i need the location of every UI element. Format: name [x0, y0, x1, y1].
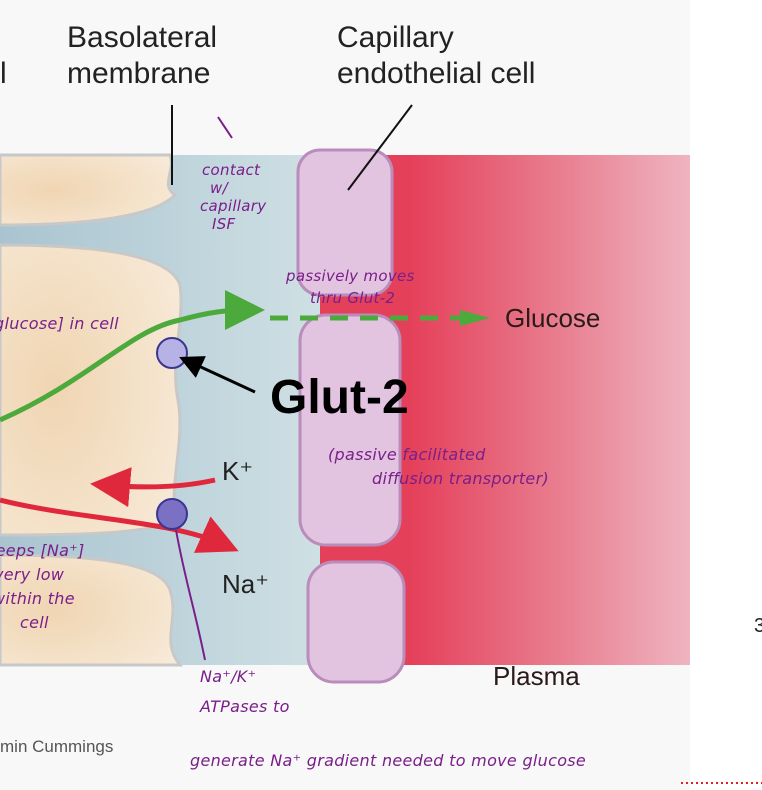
- capillary-label-line2: endothelial cell: [337, 57, 536, 90]
- epithelial-cell-upper: [0, 153, 178, 227]
- annotation-pump-1: Na⁺/K⁺: [200, 667, 257, 686]
- capillary-label-line1: Capillary: [337, 21, 454, 54]
- capillary-leader-line: [347, 104, 413, 191]
- annotation-keeps-na-4: cell: [20, 613, 49, 632]
- annotation-bottom-line: generate Na⁺ gradient needed to move glu…: [190, 751, 587, 770]
- ink-pointer-pump: [175, 529, 206, 661]
- k-ion-arrow: [90, 467, 216, 508]
- glut2-label: Glut-2: [270, 371, 409, 424]
- epithelial-cell-lower: [0, 553, 184, 667]
- endothelial-cell-middle: [298, 313, 402, 547]
- epithelial-cell-middle: [0, 243, 183, 537]
- annotation-pump-2: ATPases to: [200, 697, 290, 716]
- glucose-arrow: [0, 290, 265, 423]
- na-ion-arrow: [0, 497, 239, 553]
- page-mark: 3: [754, 615, 762, 637]
- annotation-glucose-in-cell: glucose] in cell: [0, 314, 119, 333]
- annotation-contact-3: capillary: [200, 197, 267, 215]
- endothelial-cell-bottom: [306, 560, 406, 684]
- annotation-passive-facilitated-2: diffusion transporter): [372, 469, 549, 488]
- glucose-arrowhead: [460, 310, 490, 326]
- na-ion-label: Na⁺: [222, 569, 269, 599]
- glut2-transporter: [156, 337, 188, 369]
- ink-pointer-contact: [217, 116, 233, 139]
- basolateral-label-line1: Basolateral: [67, 21, 218, 54]
- annotation-passively-1: passively moves: [286, 267, 415, 285]
- annotation-contact-4: ISF: [212, 215, 236, 233]
- plasma-label: Plasma: [493, 661, 580, 691]
- plasma-region: [410, 155, 690, 665]
- annotation-keeps-na-2: very low: [0, 565, 65, 584]
- endothelial-cell-top: [296, 148, 394, 297]
- annotation-passive-facilitated-1: (passive facilitated: [328, 445, 486, 464]
- credit-text: min Cummings: [0, 737, 114, 756]
- na-k-atpase-pump: [156, 498, 188, 530]
- annotation-keeps-na-1: keeps [Na⁺]: [0, 541, 85, 560]
- annotation-contact-2: w/: [210, 179, 228, 197]
- annotation-keeps-na-3: within the: [0, 589, 75, 608]
- annotation-contact-1: contact: [202, 161, 261, 179]
- annotation-passively-2: thru Glut-2: [310, 289, 396, 307]
- k-ion-label: K⁺: [222, 456, 254, 486]
- basolateral-label-line2: membrane: [67, 57, 211, 90]
- cell-label-partial: l: [0, 57, 7, 90]
- glucose-label: Glucose: [505, 303, 601, 333]
- glut2-pointer-arrow: [179, 356, 256, 394]
